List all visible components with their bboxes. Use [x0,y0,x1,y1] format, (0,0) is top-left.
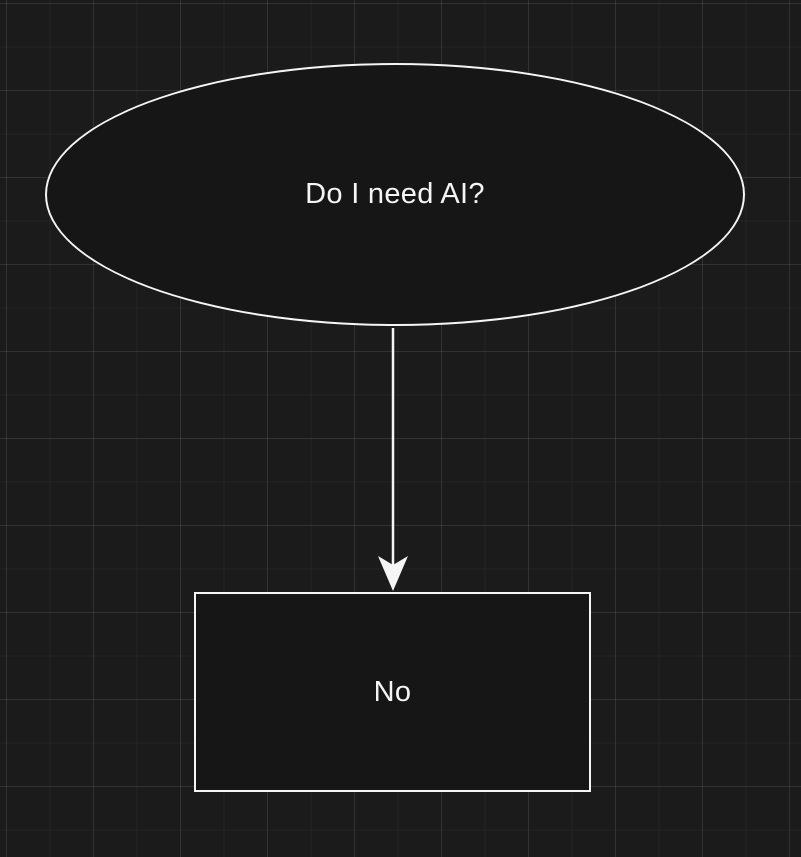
answer-node-label: No [373,675,412,708]
flowchart-node-question[interactable]: Do I need AI? [45,63,745,326]
arrow-head-icon [378,556,408,591]
flowchart-node-answer[interactable]: No [194,592,591,792]
question-node-label: Do I need AI? [305,178,485,210]
